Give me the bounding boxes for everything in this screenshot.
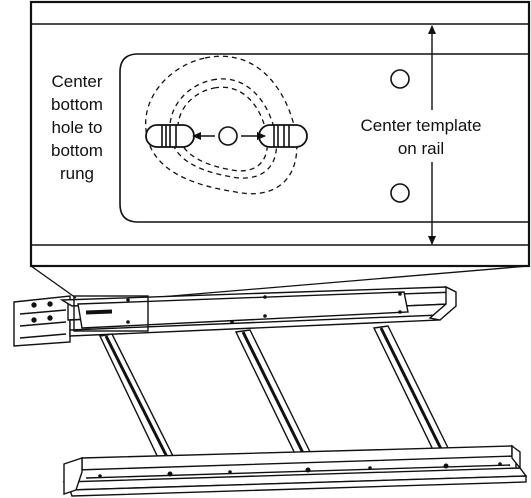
template-outline	[119, 53, 529, 223]
detail-frame	[29, 0, 531, 268]
top-rail-end	[428, 285, 457, 321]
template-plate-on-rail	[77, 291, 409, 329]
label-line: bottom	[51, 141, 103, 160]
detail-callout	[29, 0, 531, 268]
cable-ladder	[13, 285, 528, 497]
label-line: rung	[59, 164, 95, 183]
slot-hatching	[161, 125, 290, 147]
bottom-rail-end-left	[63, 457, 83, 495]
center-hole	[218, 126, 238, 146]
bottom-rail-front	[69, 475, 527, 497]
label-center-template: Center template on rail	[346, 114, 496, 160]
splice-plate	[13, 295, 71, 347]
bottom-rail-end-right	[511, 444, 521, 470]
label-line: on rail	[397, 139, 445, 158]
dashed-outline-inner	[177, 86, 268, 172]
template-logo	[85, 309, 113, 315]
label-center-bottom-hole: Center bottom hole to bottom rung	[32, 70, 122, 185]
dashed-outline-outer	[145, 55, 298, 195]
callout-leaders	[30, 265, 530, 299]
label-line: bottom	[51, 95, 103, 114]
label-line: Center	[51, 72, 103, 91]
label-line: Center template	[360, 116, 482, 135]
label-line: hole to	[51, 118, 103, 137]
callout-target-box	[73, 295, 149, 332]
template-hole-bottom	[390, 183, 410, 203]
right-slot	[258, 124, 308, 148]
template-hole-top	[390, 69, 410, 89]
